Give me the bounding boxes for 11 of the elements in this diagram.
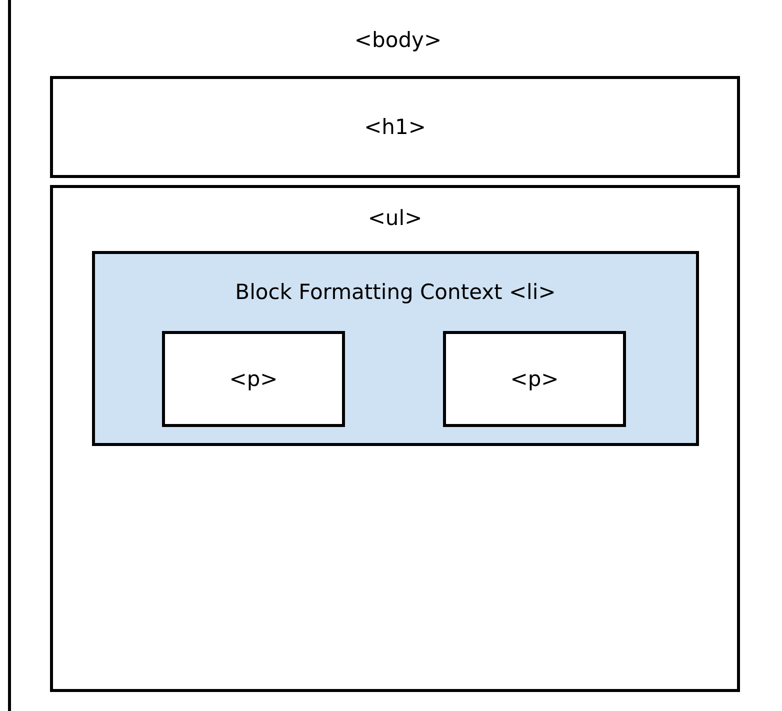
p-box (162, 331, 345, 427)
formatting-context-box (92, 251, 699, 446)
ul-box (50, 185, 740, 692)
tag-label: <p> (229, 367, 278, 391)
tag-label: <p> (510, 367, 559, 391)
p-box (443, 331, 626, 427)
tag-label: <body> (354, 28, 442, 52)
tag-label: <h1> (364, 115, 426, 139)
tag-label: <ul> (368, 206, 422, 230)
tag-label: Block Formatting Context <li> (235, 280, 556, 304)
h1-box (50, 76, 740, 178)
